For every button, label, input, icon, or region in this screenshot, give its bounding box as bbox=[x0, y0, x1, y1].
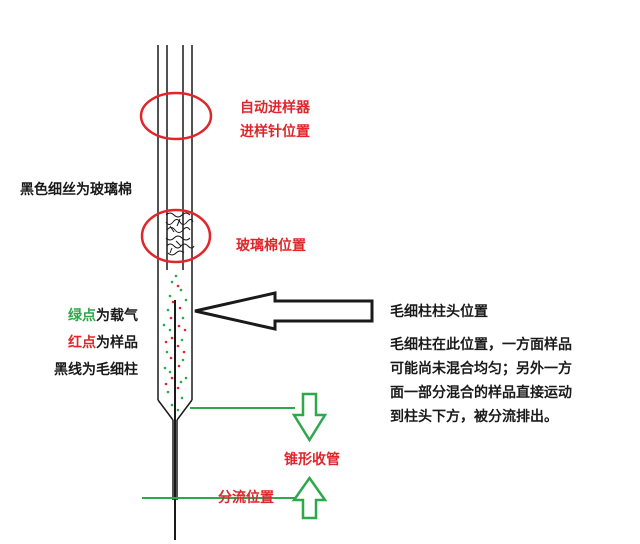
description-line: 毛细柱在此位置，一方面样品 bbox=[390, 337, 572, 353]
legend-red-rest: 为样品 bbox=[96, 335, 138, 351]
autosampler-label-line2: 进样针位置 bbox=[240, 124, 310, 140]
description-line: 到柱头下方，被分流排出。 bbox=[390, 409, 558, 425]
description-line: 面一部分混合的样品直接运动 bbox=[390, 385, 572, 401]
glass-wool-circle bbox=[140, 208, 212, 264]
description-line: 可能尚未混合均匀；另外一方 bbox=[390, 361, 572, 377]
legend-capillary: 黑线为毛细柱 bbox=[54, 362, 138, 378]
legend-green-rest: 为载气 bbox=[96, 308, 138, 324]
legend-sample: 红点为样品 bbox=[68, 333, 138, 353]
autosampler-needle-circle bbox=[139, 91, 213, 141]
glass-wool-note: 黑色细丝为玻璃棉 bbox=[20, 182, 132, 198]
column-head-arrow bbox=[194, 291, 374, 331]
up-arrow-icon bbox=[291, 475, 328, 520]
column-position-description: 毛细柱在此位置，一方面样品 可能尚未混合均匀；另外一方 面一部分混合的样品直接运… bbox=[390, 333, 605, 429]
carrier-gas-dots bbox=[162, 274, 188, 412]
legend-red-key: 红点 bbox=[68, 335, 96, 351]
column-head-position-label: 毛细柱柱头位置 bbox=[390, 304, 488, 320]
tapered-tube-label: 锥形收管 bbox=[284, 452, 340, 468]
split-position-label: 分流位置 bbox=[218, 490, 274, 506]
glass-wool-position-label: 玻璃棉位置 bbox=[236, 238, 306, 254]
legend-green-key: 绿点 bbox=[68, 308, 96, 324]
autosampler-label-line1: 自动进样器 bbox=[240, 100, 310, 116]
down-arrow-icon bbox=[291, 392, 328, 443]
liner-tube bbox=[157, 45, 193, 500]
glass-wool-plug bbox=[165, 212, 195, 256]
sample-dots bbox=[164, 284, 187, 390]
legend-carrier-gas: 绿点为载气 bbox=[68, 306, 138, 326]
